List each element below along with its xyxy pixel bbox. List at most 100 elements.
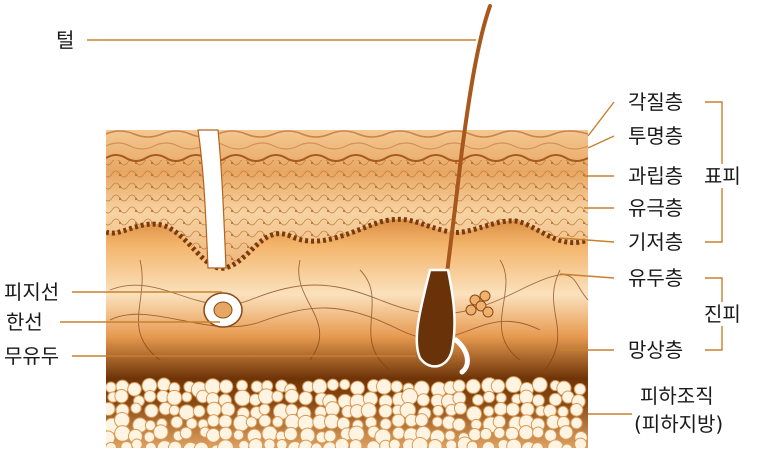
fat-cell xyxy=(491,379,505,393)
fat-cell xyxy=(417,394,429,406)
fat-cell xyxy=(272,391,283,402)
fat-cell xyxy=(574,384,585,395)
fat-cell xyxy=(472,394,483,405)
fat-cell xyxy=(102,403,115,416)
fat-cell xyxy=(284,427,297,440)
fat-cell xyxy=(494,428,505,439)
fat-cell xyxy=(235,390,251,406)
fat-cell xyxy=(445,430,455,440)
fat-cell xyxy=(259,404,270,415)
fat-cell xyxy=(380,419,391,430)
fat-cell xyxy=(549,393,561,405)
fat-cell xyxy=(145,404,158,417)
fat-cell xyxy=(171,416,183,428)
fat-cell xyxy=(432,417,442,427)
fat-cell xyxy=(506,377,522,393)
fat-cell xyxy=(391,381,403,393)
label-hair-papilla: 무유두 xyxy=(4,344,59,368)
fat-cell xyxy=(558,406,569,417)
fat-cell xyxy=(182,392,192,402)
fat-cell xyxy=(324,414,339,429)
fat-cell xyxy=(249,439,263,448)
fat-cell xyxy=(237,380,248,391)
fat-cell xyxy=(389,439,400,448)
fat-cell xyxy=(239,440,249,448)
fat-cell xyxy=(259,415,271,427)
label-sweat-gland: 한선 xyxy=(6,310,43,334)
fat-cell xyxy=(157,378,170,391)
label-dermis: 진피 xyxy=(704,302,741,326)
label-stratum-lucidum: 투명층 xyxy=(628,124,683,148)
fat-cell xyxy=(412,438,428,448)
fat-cell xyxy=(340,379,350,389)
fat-cell xyxy=(207,429,221,443)
fat-cell xyxy=(493,416,505,428)
fat-cell xyxy=(221,402,235,416)
fat-cell xyxy=(327,379,338,390)
fat-cell xyxy=(180,427,192,439)
label-papillary-layer: 유두층 xyxy=(628,266,683,290)
fat-cell xyxy=(392,414,405,427)
fat-cell xyxy=(483,391,494,402)
fat-cell xyxy=(393,427,405,439)
label-stratum-corneum: 각질층 xyxy=(628,90,683,114)
fat-cell xyxy=(299,392,312,405)
leader-lucidum xyxy=(588,136,614,148)
label-subcutaneous-tissue: 피하조직 xyxy=(640,384,714,408)
fat-cell xyxy=(132,439,143,448)
fat-cell xyxy=(484,406,494,416)
fat-cell xyxy=(446,440,457,448)
fat-cell xyxy=(285,389,299,403)
fat-cell xyxy=(467,441,478,448)
fat-cell xyxy=(532,377,547,392)
fat-cell xyxy=(521,403,535,417)
label-subcutaneous-fat: (피하지방) xyxy=(634,412,723,436)
fat-cell xyxy=(349,440,362,448)
label-stratum-spinosum: 유극층 xyxy=(628,196,683,220)
fat-cell xyxy=(128,383,142,397)
label-epidermis: 표피 xyxy=(704,164,741,188)
fat-cell xyxy=(144,432,155,443)
label-stratum-granulosum: 과립층 xyxy=(628,164,683,188)
fat-cell xyxy=(121,441,132,448)
fat-cell xyxy=(453,380,465,392)
fat-cell xyxy=(494,402,507,415)
fat-cell xyxy=(496,393,506,403)
fat-cell xyxy=(219,427,232,440)
fat-cell xyxy=(272,417,283,428)
fat-cell xyxy=(506,427,519,440)
fat-cell xyxy=(264,439,275,448)
fat-cell xyxy=(169,405,179,415)
fat-cell xyxy=(335,438,349,448)
fat-cell xyxy=(402,389,418,405)
fat-cell xyxy=(115,426,131,442)
fat-cell xyxy=(480,428,492,440)
fat-cell xyxy=(246,417,256,427)
subcutaneous-fat xyxy=(101,377,587,448)
fat-cell xyxy=(533,427,544,438)
fat-cell xyxy=(193,405,205,417)
fat-cell xyxy=(467,406,482,421)
label-sebaceous-gland: 피지선 xyxy=(4,280,59,304)
leader-corneum xyxy=(588,102,614,136)
label-stratum-basale: 기저층 xyxy=(628,230,683,254)
fat-cell xyxy=(233,430,243,440)
fat-cell xyxy=(506,403,519,416)
fat-cell xyxy=(453,418,466,431)
fat-cell xyxy=(351,381,365,395)
fat-cell xyxy=(276,439,287,448)
fat-cell xyxy=(115,390,128,403)
fat-cell xyxy=(519,390,533,404)
fat-cell xyxy=(571,417,582,428)
fat-cell xyxy=(144,390,156,402)
fat-cell xyxy=(324,430,336,442)
fat-cell xyxy=(207,415,219,427)
fat-cell xyxy=(454,402,466,414)
fat-cell xyxy=(519,426,533,440)
fat-cell xyxy=(219,415,232,428)
fat-cell xyxy=(570,404,583,417)
fat-cell xyxy=(466,379,480,393)
fat-cell xyxy=(415,414,428,427)
fat-cell xyxy=(167,390,182,405)
label-hair: 털 xyxy=(56,28,74,52)
